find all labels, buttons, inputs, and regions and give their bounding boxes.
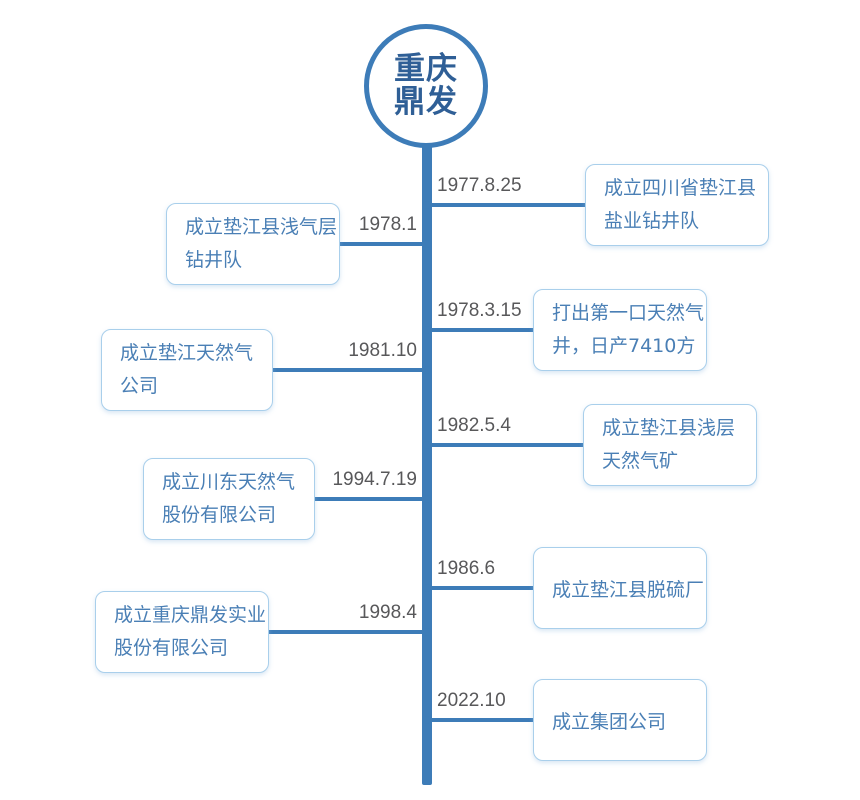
event-node-dot [423,326,431,334]
event-connector-line [269,630,427,634]
event-connector-line [340,242,427,246]
event-card-line: 成立垫江县脱硫厂 [552,578,705,601]
event-card-line: 天然气矿 [602,450,679,472]
event-node-dot [423,240,431,248]
event-card: 成立垫江县浅气层钻井队 [166,203,340,285]
event-date: 1981.10 [348,340,417,361]
event-node-dot [423,628,431,636]
event-connector-line [427,203,585,207]
event-card-line: 成立垫江县浅气层 [185,216,338,238]
event-node-dot [423,716,431,724]
event-card: 成立垫江天然气公司 [101,329,273,411]
logo-line-2: 鼎发 [394,84,458,120]
timeline-spine [422,140,432,785]
event-date: 1977.8.25 [437,175,522,196]
event-node-dot [423,441,431,449]
event-connector-line [427,718,533,722]
event-connector-line [427,328,533,332]
event-card-line: 公司 [120,375,159,397]
event-node-dot [423,495,431,503]
event-card: 成立垫江县脱硫厂 [533,547,707,629]
event-card-line: 成立川东天然气 [162,471,296,493]
event-node-dot [423,201,431,209]
event-card: 打出第一口天然气井，日产7410方 [533,289,707,371]
event-connector-line [427,586,533,590]
event-date: 1978.3.15 [437,300,522,321]
event-card-line: 打出第一口天然气 [552,302,705,324]
logo-line-1: 重庆 [394,51,458,87]
event-card-line: 盐业钻井队 [604,210,700,232]
event-card-line: 井，日产7410方 [552,335,696,357]
company-logo-text: 重庆 鼎发 [386,53,466,119]
event-card-line: 成立垫江天然气 [120,342,254,364]
event-card-line: 成立四川省垫江县 [604,177,757,199]
event-card: 成立重庆鼎发实业股份有限公司 [95,591,269,673]
event-card-line: 股份有限公司 [114,637,229,659]
event-card-line: 成立垫江县浅层 [602,417,736,439]
event-date: 2022.10 [437,690,506,711]
event-node-dot [423,366,431,374]
event-date: 1998.4 [358,602,417,623]
event-date: 1982.5.4 [437,415,511,436]
event-connector-line [315,497,427,501]
event-node-dot [423,584,431,592]
event-card: 成立垫江县浅层天然气矿 [583,404,757,486]
event-connector-line [427,443,583,447]
company-logo-circle: 重庆 鼎发 [364,24,488,148]
event-card: 成立四川省垫江县盐业钻井队 [585,164,769,246]
event-date: 1986.6 [437,558,496,579]
event-card-line: 钻井队 [185,249,243,271]
event-card-line: 成立重庆鼎发实业 [114,604,267,626]
event-card-line: 成立集团公司 [552,710,667,733]
event-date: 1978.1 [358,214,417,235]
event-date: 1994.7.19 [332,469,417,490]
event-card: 成立川东天然气股份有限公司 [143,458,315,540]
event-connector-line [273,368,427,372]
event-card: 成立集团公司 [533,679,707,761]
event-card-line: 股份有限公司 [162,504,277,526]
